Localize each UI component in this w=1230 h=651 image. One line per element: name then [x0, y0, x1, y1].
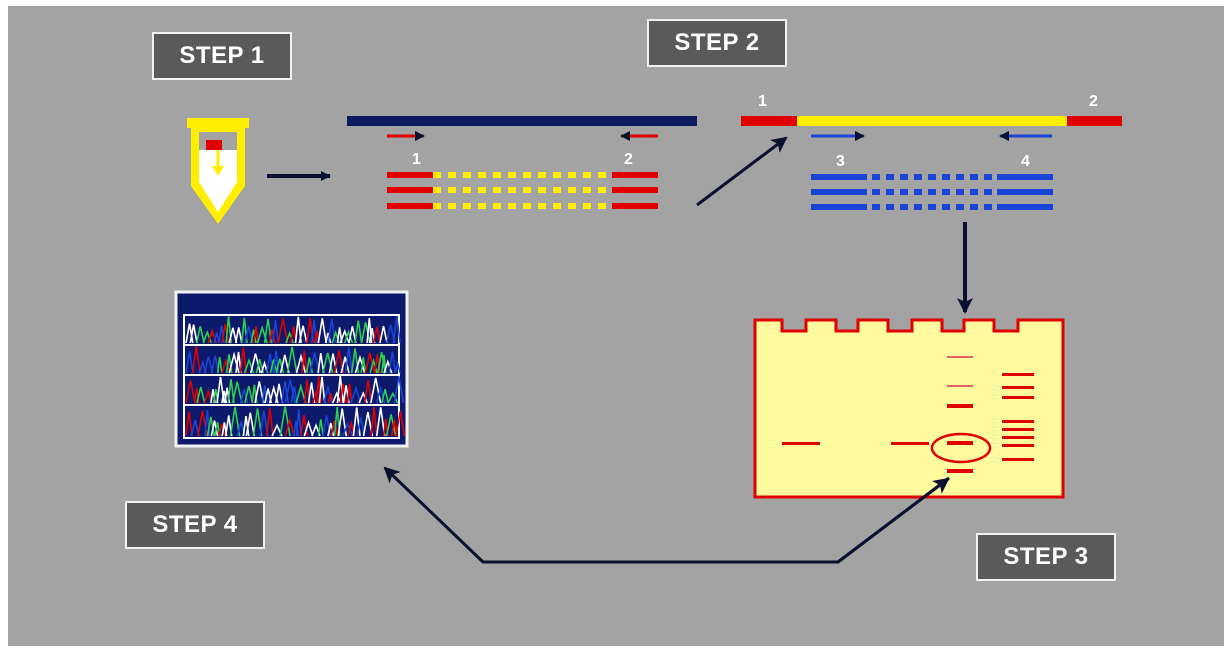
pcr2-products [811, 174, 1053, 210]
primer-4-label: 4 [1021, 153, 1030, 170]
outer-label-2: 2 [1089, 93, 1098, 110]
step-2-label: STEP 2 [647, 19, 787, 67]
electrophoresis-gel [755, 320, 1063, 497]
outer-primer-2-region [1067, 116, 1122, 126]
outer-primer-1-region [741, 116, 797, 126]
primer-2-label: 2 [624, 151, 633, 168]
insert-region [797, 116, 1067, 126]
step-3-label: STEP 3 [976, 533, 1116, 581]
primer-3-label: 3 [836, 153, 845, 170]
sequencing-chromatogram [176, 292, 407, 446]
step-1-label: STEP 1 [152, 32, 292, 80]
primer-1-label: 1 [412, 151, 421, 168]
step-4-label: STEP 4 [125, 501, 265, 549]
outer-label-1: 1 [758, 93, 767, 110]
template-strand [347, 116, 697, 126]
